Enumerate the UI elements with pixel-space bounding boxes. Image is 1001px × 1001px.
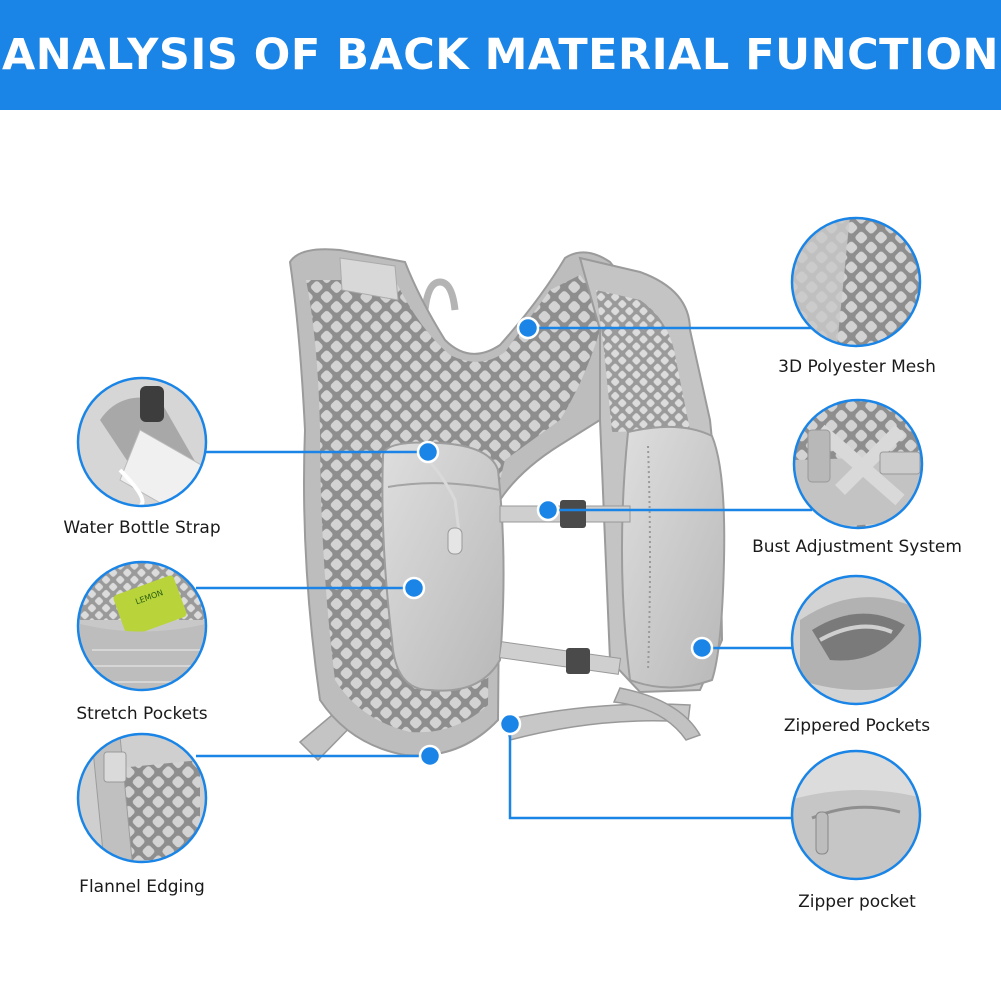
marker-dot bbox=[418, 744, 442, 768]
feature-label-bust: Bust Adjustment System bbox=[752, 537, 962, 557]
detail-circle-bust bbox=[792, 398, 924, 530]
detail-circle-mesh bbox=[790, 216, 922, 348]
marker-dot bbox=[402, 576, 426, 600]
detail-circle-flannel bbox=[76, 732, 208, 864]
vest-image bbox=[288, 248, 726, 762]
feature-label-flannel: Flannel Edging bbox=[79, 877, 205, 897]
marker-dot bbox=[536, 498, 560, 522]
marker-dot bbox=[690, 636, 714, 660]
feature-label-stretch: Stretch Pockets bbox=[76, 704, 208, 724]
header-banner: ANALYSIS OF BACK MATERIAL FUNCTION bbox=[0, 0, 1001, 110]
detail-circle-stretch: LEMON bbox=[76, 560, 208, 692]
marker-dot bbox=[516, 316, 540, 340]
leader-lines bbox=[196, 326, 815, 820]
marker-dot bbox=[416, 440, 440, 464]
page-title: ANALYSIS OF BACK MATERIAL FUNCTION bbox=[2, 30, 999, 80]
detail-circle-bottle bbox=[76, 376, 208, 508]
feature-label-bottle-strap: Water Bottle Strap bbox=[63, 518, 221, 538]
marker-dot bbox=[498, 712, 522, 736]
feature-label-zipper: Zipper pocket bbox=[798, 892, 916, 912]
feature-label-mesh: 3D Polyester Mesh bbox=[778, 357, 936, 377]
detail-circle-zipper bbox=[790, 749, 922, 881]
feature-label-zippered: Zippered Pockets bbox=[783, 716, 931, 736]
detail-circle-zippered bbox=[790, 574, 922, 706]
